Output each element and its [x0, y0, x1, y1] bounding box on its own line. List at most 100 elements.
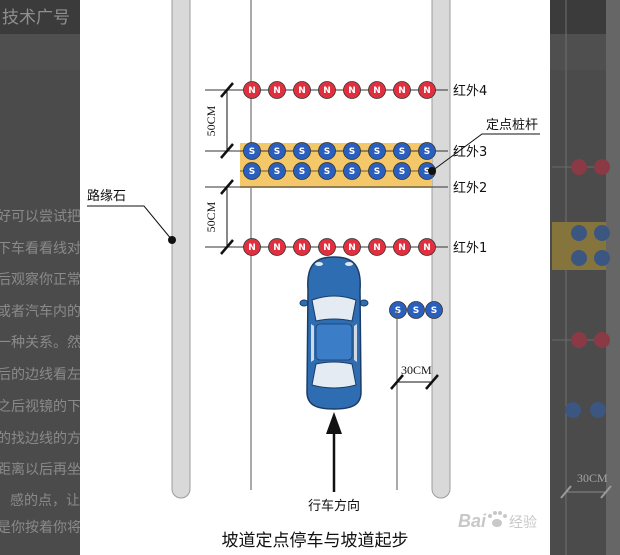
dimension-tick: [425, 374, 439, 390]
dim-blue-marker: [571, 225, 587, 241]
red-n-marker: N: [243, 238, 261, 256]
blue-marker-circle: [243, 142, 261, 160]
blue-marker-letter: S: [349, 147, 355, 157]
diagram-caption: 坡道定点停车与坡道起步: [222, 531, 409, 550]
red-marker-letter: N: [273, 243, 281, 253]
blue-marker-circle: [368, 162, 386, 180]
blue-s-marker: S: [268, 162, 286, 180]
dim-red-marker: [571, 159, 587, 175]
blue-s-marker: S: [318, 162, 336, 180]
dimension-tick: [220, 179, 234, 195]
sensor-label-1: 红外1: [453, 240, 487, 256]
blue-marker-circle: [407, 301, 425, 319]
red-n-marker: N: [368, 238, 386, 256]
red-marker-letter: N: [423, 86, 431, 96]
red-marker-letter: N: [323, 86, 331, 96]
blue-s-marker: S: [243, 162, 261, 180]
blue-s-marker: S: [418, 162, 436, 180]
dim-red-marker: [594, 332, 610, 348]
red-marker-letter: N: [398, 243, 406, 253]
red-n-marker: N: [343, 238, 361, 256]
red-marker-letter: N: [348, 86, 356, 96]
spacing-label-lower: 50CM: [204, 201, 218, 232]
article-line: 或者汽车内的: [0, 303, 81, 320]
curb-label: 路缘石: [87, 188, 126, 204]
left-curb: [171, 0, 191, 499]
blue-marker-circle: [243, 162, 261, 180]
blue-marker-letter: S: [324, 167, 330, 177]
red-marker-circle: [418, 81, 436, 99]
post-label: 定点桩杆: [486, 118, 538, 133]
article-line: 一种关系。然: [0, 334, 81, 351]
article-line: 的找边线的方: [0, 431, 81, 447]
article-line: 之后视镜的下: [0, 399, 81, 415]
dim-blue-marker: [594, 225, 610, 241]
dimmed-article-text: 好可以尝试把 下车看看线对 后观察你正常 或者汽车内的 一种关系。然 后的边线看…: [0, 209, 81, 536]
red-marker-circle: [393, 238, 411, 256]
dimension-tick: [220, 143, 234, 159]
dim-gap-label: 30CM: [577, 471, 608, 485]
blue-marker-letter: S: [249, 147, 255, 157]
dim-gap-tick: [560, 485, 572, 499]
article-line: 距离以后再坐: [0, 461, 81, 478]
direction-arrow-head: [326, 412, 342, 434]
blue-s-marker: S: [268, 142, 286, 160]
dim-blue-marker: [590, 402, 606, 418]
blue-s-marker: S: [393, 162, 411, 180]
blue-marker-circle: [318, 142, 336, 160]
gap-label: 30CM: [401, 363, 432, 377]
dim-gap-tick: [600, 485, 612, 499]
car-mirror-left: [299, 299, 309, 307]
dimension-tick: [220, 239, 234, 255]
article-line: 好可以尝试把: [0, 209, 81, 225]
red-marker-circle: [318, 238, 336, 256]
red-marker-circle: [368, 81, 386, 99]
blue-marker-letter: S: [349, 167, 355, 177]
red-marker-letter: N: [398, 86, 406, 96]
blue-marker-letter: S: [413, 306, 419, 316]
car-windshield: [311, 295, 357, 322]
red-marker-letter: N: [273, 86, 281, 96]
direction-label: 行车方向: [308, 498, 360, 514]
blue-marker-circle: [293, 142, 311, 160]
car-rear-window: [311, 361, 357, 389]
car-side-window-right: [354, 324, 357, 362]
red-n-marker: N: [318, 81, 336, 99]
blue-marker-circle: [389, 301, 407, 319]
sensor-label-2: 红外2: [453, 180, 487, 196]
blue-s-marker: S: [368, 142, 386, 160]
starting-post-marker: S: [425, 301, 443, 319]
red-marker-letter: N: [373, 86, 381, 96]
red-marker-letter: N: [423, 243, 431, 253]
red-marker-circle: [343, 238, 361, 256]
red-n-marker: N: [368, 81, 386, 99]
car-headlight: [315, 262, 323, 266]
red-n-marker: N: [418, 81, 436, 99]
watermark-suffix: 经验: [509, 515, 537, 531]
blue-marker-circle: [343, 162, 361, 180]
dimension-tick: [220, 82, 234, 98]
red-marker-letter: N: [298, 86, 306, 96]
blue-marker-letter: S: [324, 147, 330, 157]
blue-marker-letter: S: [374, 147, 380, 157]
blue-marker-letter: S: [299, 147, 305, 157]
blue-s-marker: S: [293, 142, 311, 160]
paw-icon: [488, 511, 507, 527]
blue-marker-letter: S: [424, 167, 430, 177]
car-top-view: [299, 256, 369, 410]
baidu-watermark: Bai 经验: [458, 511, 537, 531]
red-marker-circle: [343, 81, 361, 99]
blue-marker-letter: S: [399, 147, 405, 157]
post-leader-line: [431, 133, 540, 172]
red-marker-circle: [418, 238, 436, 256]
blue-s-marker: S: [418, 142, 436, 160]
red-marker-letter: N: [373, 243, 381, 253]
car-roof: [315, 323, 353, 361]
blue-marker-letter: S: [424, 147, 430, 157]
blue-marker-circle: [393, 162, 411, 180]
red-n-marker: N: [243, 81, 261, 99]
red-n-marker: N: [318, 238, 336, 256]
dim-blue-marker: [571, 250, 587, 266]
dimmed-header-title: 技术广号: [2, 8, 70, 28]
blue-s-marker: S: [368, 162, 386, 180]
